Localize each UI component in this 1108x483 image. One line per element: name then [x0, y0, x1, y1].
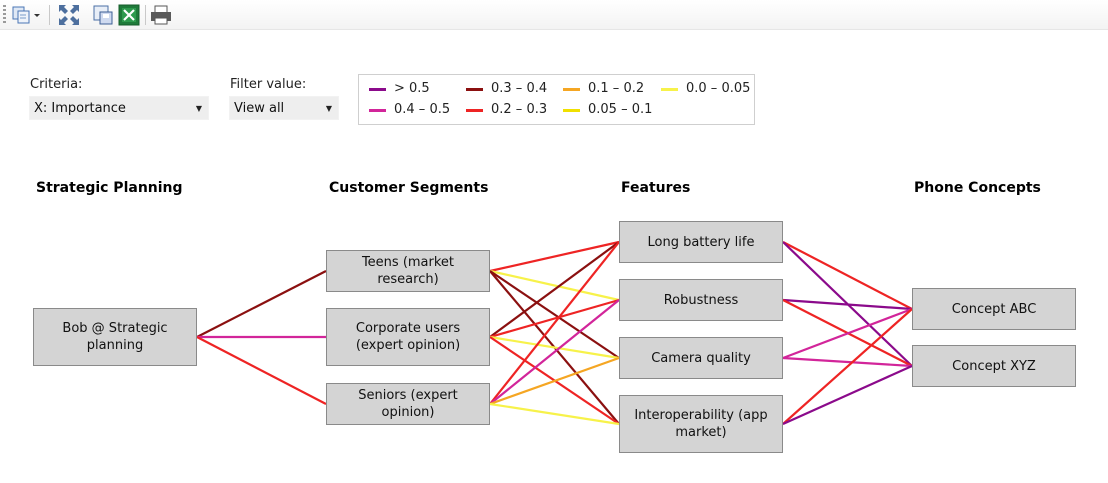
criteria-value: X: Importance — [34, 101, 126, 116]
node-bob-strategic-planning[interactable]: Bob @ Strategic planning — [33, 308, 197, 366]
link-teens-battery — [489, 240, 620, 273]
link-interop-abc — [782, 308, 913, 425]
fit-to-screen-button[interactable] — [57, 3, 81, 27]
filter-value: View all — [234, 101, 285, 116]
link-battery-abc — [782, 241, 913, 310]
node-interoperability[interactable]: Interoperability (app market) — [619, 395, 783, 453]
link-bob-teens — [196, 270, 327, 338]
column-header-customer-segments: Customer Segments — [329, 180, 489, 196]
node-corporate-users[interactable]: Corporate users (expert opinion) — [326, 308, 490, 366]
legend: > 0.5 0.4 – 0.5 0.3 – 0.4 0.2 – 0.3 0.1 … — [358, 74, 755, 125]
link-camera-xyz — [782, 356, 913, 368]
node-teens[interactable]: Teens (market research) — [326, 250, 490, 292]
column-header-phone-concepts: Phone Concepts — [914, 180, 1041, 196]
link-teens-robustness — [489, 269, 620, 302]
save-image-icon — [93, 5, 113, 25]
node-long-battery-life[interactable]: Long battery life — [619, 221, 783, 263]
node-concept-abc[interactable]: Concept ABC — [912, 288, 1076, 330]
export-excel-icon — [118, 4, 140, 26]
link-seniors-interop — [489, 402, 620, 426]
criteria-select[interactable]: X: Importance ▼ — [29, 96, 209, 120]
copy-dropdown-button[interactable] — [10, 3, 42, 27]
link-seniors-robustness — [489, 299, 620, 405]
filter-value-label: Filter value: — [230, 77, 307, 92]
legend-swatch — [466, 109, 483, 112]
chevron-down-icon: ▼ — [325, 104, 332, 113]
print-button[interactable] — [149, 3, 173, 27]
toolbar — [0, 0, 1108, 30]
filter-value-select[interactable]: View all ▼ — [229, 96, 339, 120]
legend-swatch — [369, 88, 386, 91]
save-image-button[interactable] — [91, 3, 115, 27]
link-corporate-battery — [489, 241, 620, 338]
copy-dropdown-icon — [12, 6, 40, 24]
link-robustness-abc — [782, 298, 913, 311]
criteria-label: Criteria: — [30, 77, 83, 92]
legend-swatch — [563, 88, 580, 91]
print-icon — [151, 5, 171, 25]
fit-to-screen-icon — [59, 5, 79, 25]
node-robustness[interactable]: Robustness — [619, 279, 783, 321]
node-concept-xyz[interactable]: Concept XYZ — [912, 345, 1076, 387]
legend-swatch — [369, 109, 386, 112]
link-corporate-camera — [489, 335, 620, 360]
legend-swatch — [466, 88, 483, 91]
link-seniors-camera — [489, 356, 620, 406]
link-corporate-robustness — [489, 298, 620, 339]
link-teens-camera — [489, 270, 620, 359]
node-seniors[interactable]: Seniors (expert opinion) — [326, 383, 490, 425]
column-header-features: Features — [621, 180, 691, 196]
link-seniors-battery — [489, 241, 620, 405]
legend-swatch — [563, 109, 580, 112]
chevron-down-icon: ▼ — [195, 104, 202, 113]
link-interop-xyz — [782, 364, 913, 426]
link-bob-seniors — [196, 336, 327, 405]
node-camera-quality[interactable]: Camera quality — [619, 337, 783, 379]
legend-swatch — [661, 88, 678, 91]
export-excel-button[interactable] — [117, 3, 141, 27]
link-camera-abc — [782, 307, 913, 360]
toolbar-grip[interactable] — [3, 5, 6, 25]
column-header-strategic-planning: Strategic Planning — [36, 180, 183, 196]
